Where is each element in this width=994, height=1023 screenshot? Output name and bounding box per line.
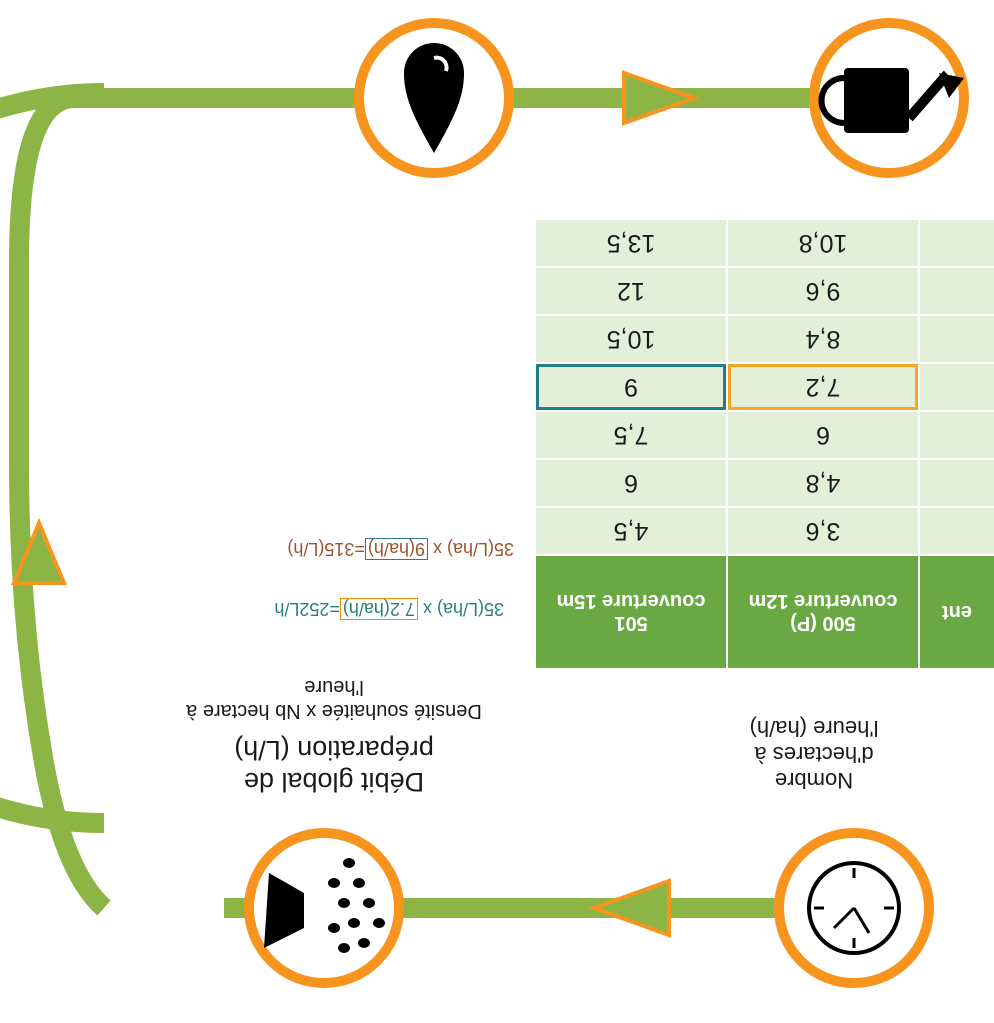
table-cell [920, 364, 994, 410]
header-bottom: couverture 15m [556, 590, 706, 612]
header-top: 500 (P) [790, 612, 856, 634]
clock-icon [807, 861, 901, 955]
table-cell: 12 [536, 268, 726, 314]
header-top: 501 [614, 612, 648, 634]
table-cell [920, 460, 994, 506]
formula-prefix: 35(L/ha) x [427, 539, 514, 559]
sprayer-icon [264, 858, 385, 953]
header-bottom: ent [942, 601, 972, 623]
formula-result: =315(L/h) [287, 539, 365, 559]
table-cell: 8,4 [728, 316, 918, 362]
table-cell: 6 [728, 412, 918, 458]
formula-line-1: 35(L/ha) x 7.2(ha/h)=252L/h [274, 598, 504, 620]
table-cell [920, 220, 994, 266]
hectares-per-hour-label: Nombre d'hectares à l'heure (ha/h) [749, 716, 879, 793]
formula-boxed-value: 7.2(ha/h) [339, 598, 418, 620]
table-cell: 4,5 [536, 508, 726, 554]
table-cell: 10,5 [536, 316, 726, 362]
drop-icon [404, 43, 464, 153]
header-bottom: couverture 12m [748, 590, 898, 612]
table-cell: 7,5 [536, 412, 726, 458]
table-cell: 3,6 [728, 508, 918, 554]
table-cell-highlighted: 9 [536, 364, 726, 410]
loop-path-right [9, 88, 111, 916]
formula-prefix: 35(L/ha) x [417, 599, 504, 619]
table-cell-highlighted: 7,2 [728, 364, 918, 410]
sprayer-node [244, 828, 404, 988]
table-cell: 4,8 [728, 460, 918, 506]
table-header-cell: 501 couverture 15m [536, 556, 726, 668]
table-cell [920, 412, 994, 458]
table-cell: 13,5 [536, 220, 726, 266]
arrow-bottom [588, 878, 671, 938]
table-header-cell: 500 (P) couverture 12m [728, 556, 918, 668]
formula-boxed-value: 9(ha/h) [364, 538, 428, 560]
table-header-cell: ent [920, 556, 994, 668]
watering-can-icon [818, 68, 964, 133]
flow-rate-title: Débit global de préparation (L/h) [234, 735, 434, 797]
arrow-top [622, 70, 700, 126]
table-cell [920, 316, 994, 362]
formula-line-2: 35(L/ha) x 9(ha/h)=315(L/h) [287, 538, 514, 560]
formula-result: =252L/h [274, 599, 340, 619]
watering-can-node [809, 18, 969, 178]
table-cell: 10,8 [728, 220, 918, 266]
arrow-right [11, 517, 67, 585]
table-cell [920, 508, 994, 554]
drop-node [354, 18, 514, 178]
table-cell: 6 [536, 460, 726, 506]
table-cell: 9,6 [728, 268, 918, 314]
table-cell [920, 268, 994, 314]
flow-rate-formula: Densité souhaitée x Nb hectare à l'heure [186, 676, 482, 722]
clock-node [774, 828, 934, 988]
